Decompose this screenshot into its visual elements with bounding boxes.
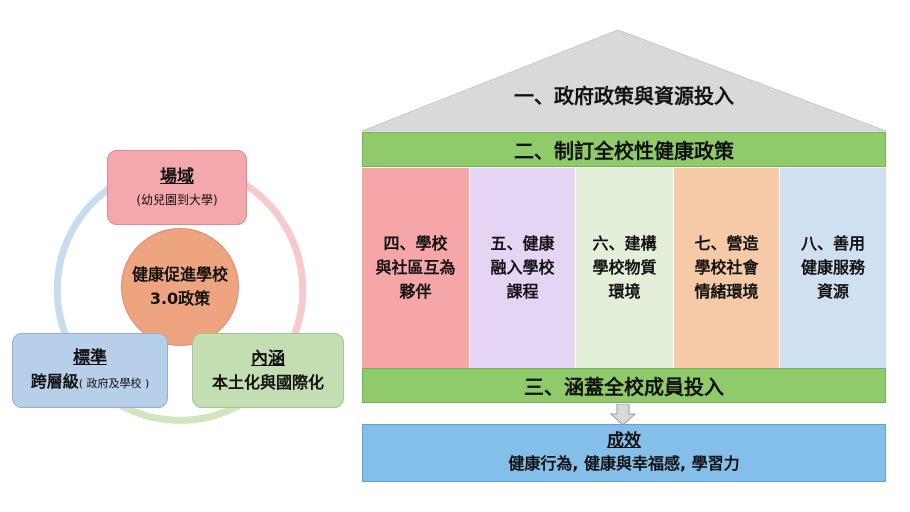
pillar-physical-environment: 六、建構 學校物質 環境 bbox=[576, 168, 674, 368]
pillar-physical-line2: 學校物質 bbox=[592, 258, 657, 277]
pillar-services-line3: 資源 bbox=[816, 282, 849, 301]
center-line2: 3.0政策 bbox=[149, 289, 211, 308]
outcome-title: 成效 bbox=[607, 431, 641, 451]
pillar-community-line3: 夥伴 bbox=[399, 282, 432, 301]
pillar-services-line1: 八、善用 bbox=[800, 234, 865, 253]
content-box: 內涵 本土化與國際化 bbox=[192, 333, 344, 408]
pillar-social-line2: 學校社會 bbox=[694, 258, 759, 277]
standard-title: 標準 bbox=[73, 347, 107, 368]
standard-line-text: 跨層級 bbox=[30, 371, 79, 391]
field-subtitle: (幼兒園到大學) bbox=[136, 192, 218, 207]
pillar-community: 四、學校 與社區互為 夥伴 bbox=[362, 168, 470, 368]
pillar-community-line2: 與社區互為 bbox=[375, 258, 456, 277]
center-circle: 健康促進學校 3.0政策 bbox=[121, 228, 239, 346]
staff-band: 三、涵蓋全校成員投入 bbox=[362, 368, 886, 403]
pillar-community-line1: 四、學校 bbox=[383, 234, 448, 253]
field-box: 場域 (幼兒園到大學) bbox=[107, 150, 247, 225]
pillar-physical-line3: 環境 bbox=[608, 282, 641, 301]
pillar-curriculum: 五、健康 融入學校 課程 bbox=[470, 168, 576, 368]
pillar-curriculum-line3: 課程 bbox=[506, 282, 539, 301]
pillar-health-services: 八、善用 健康服務 資源 bbox=[780, 168, 886, 368]
pillar-social-line1: 七、營造 bbox=[694, 234, 759, 253]
pillar-social-line3: 情緒環境 bbox=[694, 282, 759, 301]
standard-line: 跨層級( 政府及學校 ) bbox=[31, 370, 150, 396]
pillar-social-environment: 七、營造 學校社會 情緒環境 bbox=[674, 168, 780, 368]
content-line: 本土化與國際化 bbox=[211, 372, 324, 392]
content-title: 內涵 bbox=[251, 348, 285, 369]
pillar-curriculum-line2: 融入學校 bbox=[490, 258, 555, 277]
policy-band: 二、制訂全校性健康政策 bbox=[362, 132, 886, 167]
down-arrow-icon bbox=[610, 404, 636, 426]
outcome-subtitle: 健康行為, 健康與幸福感, 學習力 bbox=[508, 454, 740, 473]
pillar-curriculum-line1: 五、健康 bbox=[490, 234, 555, 253]
center-line1: 健康促進學校 bbox=[131, 265, 228, 284]
pillar-services-line2: 健康服務 bbox=[800, 258, 865, 277]
roof-shape bbox=[362, 30, 886, 132]
roof-label: 一、政府政策與資源投入 bbox=[514, 84, 734, 108]
outcome-box: 成效 健康行為, 健康與幸福感, 學習力 bbox=[362, 424, 886, 482]
pillar-physical-line1: 六、建構 bbox=[592, 234, 657, 253]
field-title: 場域 bbox=[160, 166, 194, 187]
standard-note: ( 政府及學校 ) bbox=[78, 376, 150, 390]
standard-box: 標準 跨層級( 政府及學校 ) bbox=[12, 333, 168, 408]
